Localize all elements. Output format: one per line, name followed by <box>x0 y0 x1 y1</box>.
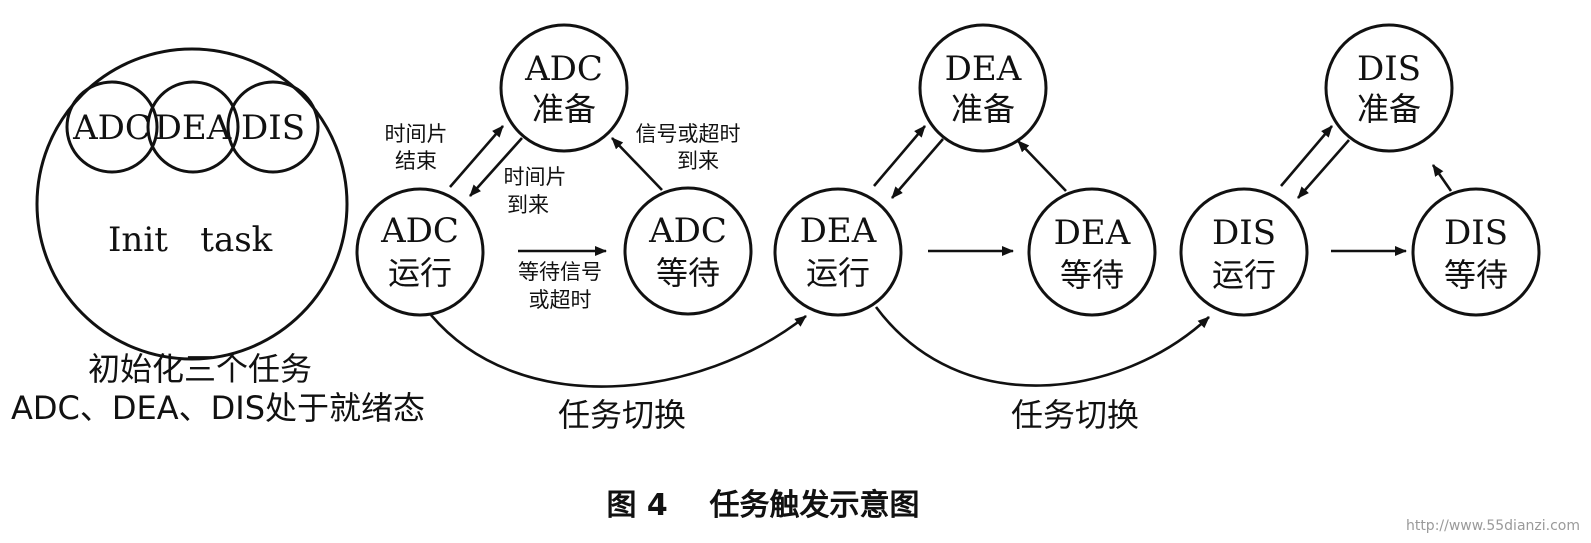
adc-wait-node <box>623 186 753 316</box>
adc-slice-come-label-2: 到来 <box>507 193 549 217</box>
dis-ready-label-1: DIS <box>1357 49 1421 89</box>
init-dea-circle <box>146 80 240 174</box>
init-note-line2: ADC、DEA、DIS处于就绪态 <box>11 389 425 427</box>
adc-ready-to-run-arrow <box>469 137 523 197</box>
dis-run-to-ready-arrow <box>1280 125 1333 187</box>
init-adc-label: ADC <box>72 108 151 148</box>
adc-signal-come-label-2: 到来 <box>677 149 719 173</box>
dea-wait-label-1: DEA <box>1054 213 1131 253</box>
adc-wait-to-ready-arrow <box>611 137 663 191</box>
task-switch-label-1: 任务切换 <box>558 396 686 434</box>
dea-wait-label-2: 等待 <box>1060 256 1124 294</box>
init-task-circle <box>35 47 349 361</box>
dea-ready-to-run-arrow <box>891 138 944 199</box>
task-switch-label-2: 任务切换 <box>1011 396 1139 434</box>
adc-slice-end-label-1: 时间片 <box>385 122 448 146</box>
adc-wait-signal-label-1: 等待信号 <box>518 260 602 284</box>
dis-wait-label-1: DIS <box>1444 213 1508 253</box>
adc-run-to-ready-arrow <box>449 125 504 188</box>
dis-run-node <box>1179 187 1309 317</box>
adc-run-label-2: 运行 <box>388 254 452 292</box>
dea-run-node <box>773 187 903 317</box>
init-dea-label: DEA <box>155 108 232 148</box>
adc-ready-label-1: ADC <box>524 49 603 89</box>
figure-caption: 图 4 任务触发示意图 <box>606 488 919 523</box>
dis-ready-label-2: 准备 <box>1357 90 1421 128</box>
init-adc-circle <box>65 80 159 174</box>
adc-state-group: ADC 准备 ADC 运行 ADC 等待 时间片 结束 时间片 到来 信号或超时… <box>355 23 753 317</box>
adc-run-node <box>355 187 485 317</box>
dis-wait-node <box>1411 187 1541 317</box>
adc-ready-label-2: 准备 <box>532 90 596 128</box>
dis-ready-to-run-arrow <box>1297 139 1350 199</box>
dis-ready-node <box>1324 23 1454 153</box>
dea-ready-label-2: 准备 <box>951 90 1015 128</box>
init-note-line1: 初始化三个任务 <box>88 350 312 388</box>
dis-wait-to-ready-arrow <box>1431 164 1453 192</box>
task-switch-adc-to-dea-curve <box>430 314 807 388</box>
task-switch-dea-to-dis-curve <box>874 306 1210 387</box>
dea-state-group: DEA 准备 DEA 运行 DEA 等待 <box>773 23 1157 317</box>
adc-slice-come-label-1: 时间片 <box>504 165 567 189</box>
dea-run-label-2: 运行 <box>806 254 870 292</box>
adc-signal-come-label-1: 信号或超时 <box>636 122 741 146</box>
dea-ready-node <box>918 23 1048 153</box>
dea-run-to-ready-arrow <box>873 125 926 187</box>
dea-wait-to-ready-arrow <box>1017 140 1067 192</box>
dis-wait-label-2: 等待 <box>1444 256 1508 294</box>
adc-ready-node <box>499 23 629 153</box>
init-task-group: ADC DEA DIS Init task 初始化三个任务 ADC、DEA、DI… <box>11 47 425 427</box>
init-task-caption: Init task <box>108 220 273 260</box>
adc-wait-signal-label-2: 或超时 <box>529 288 592 312</box>
init-dis-circle <box>226 80 320 174</box>
dea-wait-node <box>1027 187 1157 317</box>
dis-run-label-1: DIS <box>1212 213 1276 253</box>
dis-run-label-2: 运行 <box>1212 256 1276 294</box>
adc-wait-label-1: ADC <box>648 211 727 251</box>
dea-run-label-1: DEA <box>800 211 877 251</box>
adc-wait-label-2: 等待 <box>656 254 720 292</box>
adc-run-label-1: ADC <box>380 211 459 251</box>
watermark-url: http://www.55dianzi.com <box>1406 518 1580 534</box>
dis-state-group: DIS 准备 DIS 运行 DIS 等待 <box>1179 23 1541 317</box>
adc-slice-end-label-2: 结束 <box>395 149 437 173</box>
dea-ready-label-1: DEA <box>945 49 1022 89</box>
init-dis-label: DIS <box>241 108 305 148</box>
